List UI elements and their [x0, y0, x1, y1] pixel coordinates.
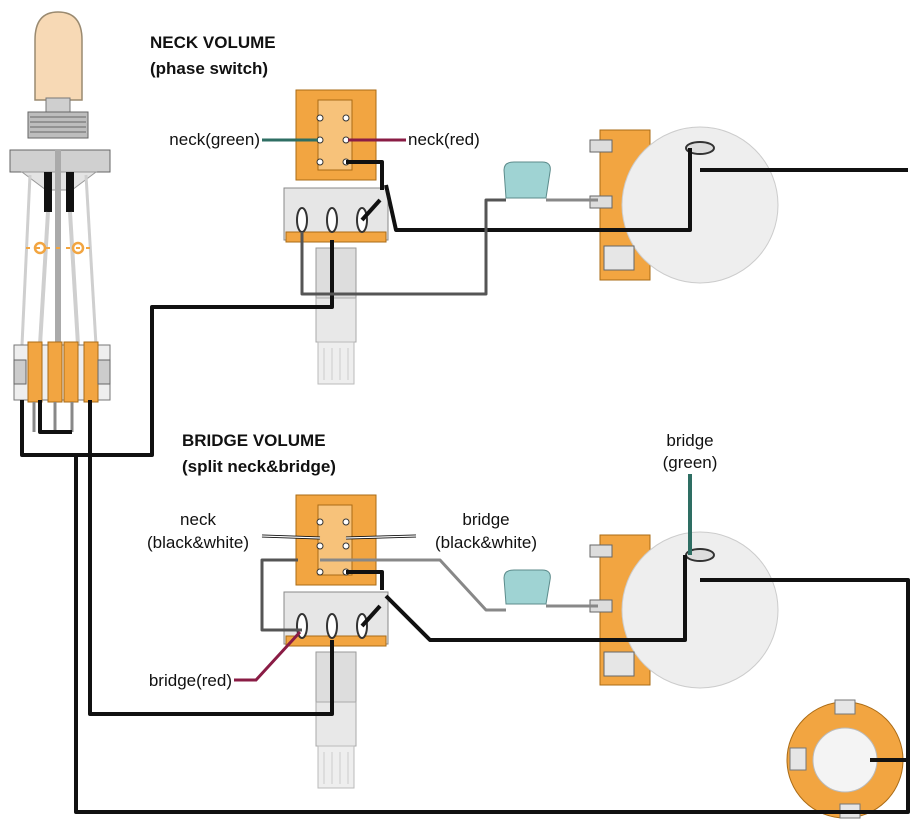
white-wires — [261, 535, 417, 539]
bridge-green-label-1: bridge — [666, 431, 713, 450]
neck-bw-label-1: neck — [180, 510, 216, 529]
bridge-bw-label-1: bridge — [462, 510, 509, 529]
output-jack — [786, 699, 904, 819]
neck-green-label: neck(green) — [169, 130, 260, 149]
neck-bw-label-2: (black&white) — [147, 533, 249, 552]
bridge-green-label-2: (green) — [663, 453, 718, 472]
bridge-tone-capacitor — [503, 569, 551, 605]
bridge-tone-pot — [589, 531, 779, 689]
black-wires — [20, 148, 910, 814]
bridge-bw-label-2: (black&white) — [435, 533, 537, 552]
neck-tone-capacitor — [503, 161, 551, 199]
neck-volume-title: NECK VOLUME — [150, 33, 276, 52]
neck-volume-subtitle: (phase switch) — [150, 59, 268, 78]
neck-red-label: neck(red) — [408, 130, 480, 149]
bridge-volume-subtitle: (split neck&bridge) — [182, 457, 336, 476]
bridge-volume-title: BRIDGE VOLUME — [182, 431, 326, 450]
gray-wires — [260, 198, 598, 632]
neck-tone-pot — [589, 126, 779, 284]
toggle-switch — [9, 11, 111, 432]
neck-volume-pot — [283, 89, 389, 385]
bridge-red-wire — [234, 630, 302, 682]
bridge-red-label: bridge(red) — [149, 671, 232, 690]
bridge-volume-pot — [283, 494, 389, 789]
